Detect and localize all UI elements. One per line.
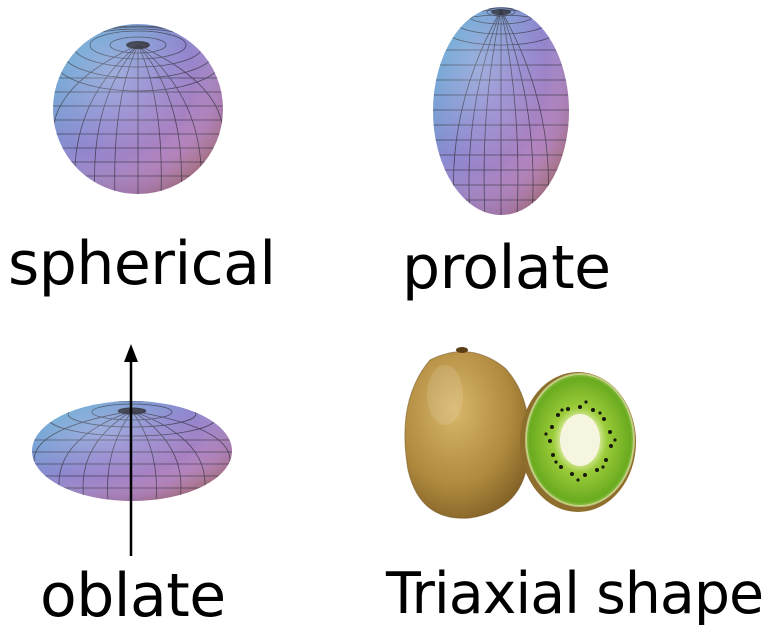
kiwi-fruit-icon: [404, 347, 636, 519]
kiwi-whole-icon: [404, 347, 530, 519]
spherical-label: spherical: [8, 229, 276, 299]
triaxial-shape-label: Triaxial shape: [386, 561, 764, 627]
oblate-label: oblate: [40, 561, 226, 631]
prolate-label: prolate: [402, 233, 611, 303]
prolate-spheroid-icon: [433, 7, 569, 215]
sphere-icon: [53, 24, 223, 194]
kiwi-half-icon: [520, 372, 636, 512]
rotation-axis-arrow-icon: [124, 344, 138, 556]
